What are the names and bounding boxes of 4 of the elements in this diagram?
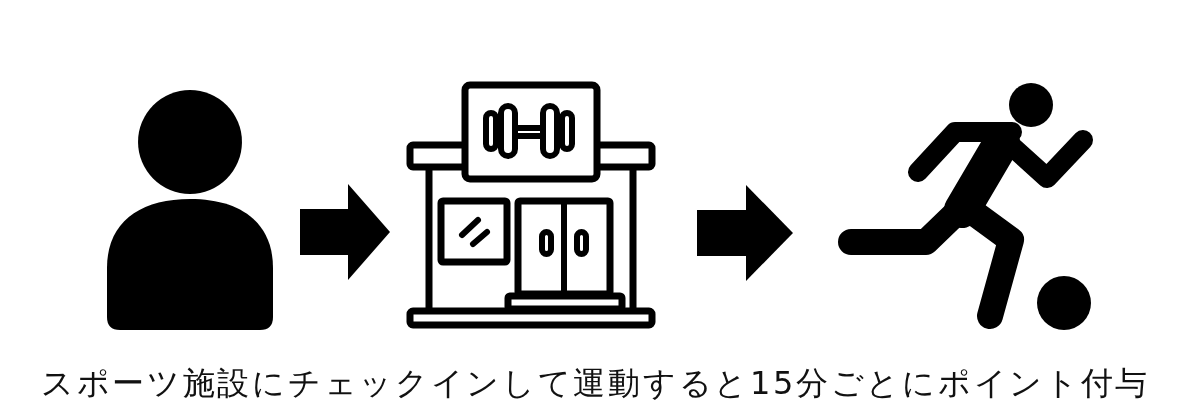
- storefront-drawing: [406, 81, 656, 329]
- runner-with-ball-drawing: [837, 82, 1094, 331]
- person-silhouette: [107, 89, 273, 331]
- caption: スポーツ施設にチェックインして運動すると15分ごとにポイント付与: [40, 363, 1151, 403]
